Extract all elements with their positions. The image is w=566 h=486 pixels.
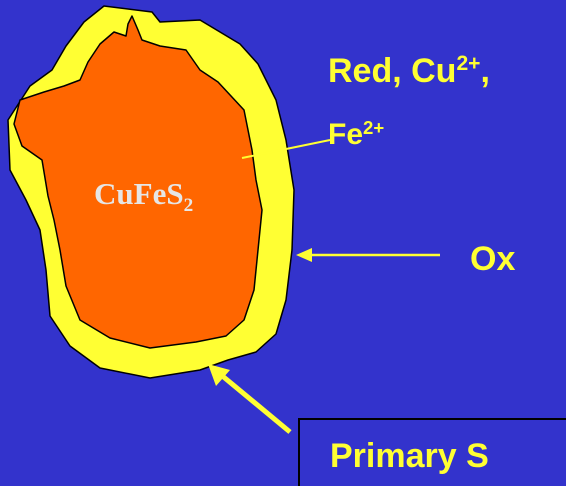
oxidation-label: Ox	[470, 240, 515, 279]
iron-ion-label: Fe2+	[328, 118, 384, 152]
primary-arrow	[220, 374, 290, 432]
reduction-products-label: Red, Cu2+,	[328, 52, 490, 91]
mineral-formula-label: CuFeS2	[94, 176, 193, 212]
primary-sulfur-label: Primary S	[330, 437, 489, 476]
oxidation-arrowhead	[296, 248, 312, 262]
